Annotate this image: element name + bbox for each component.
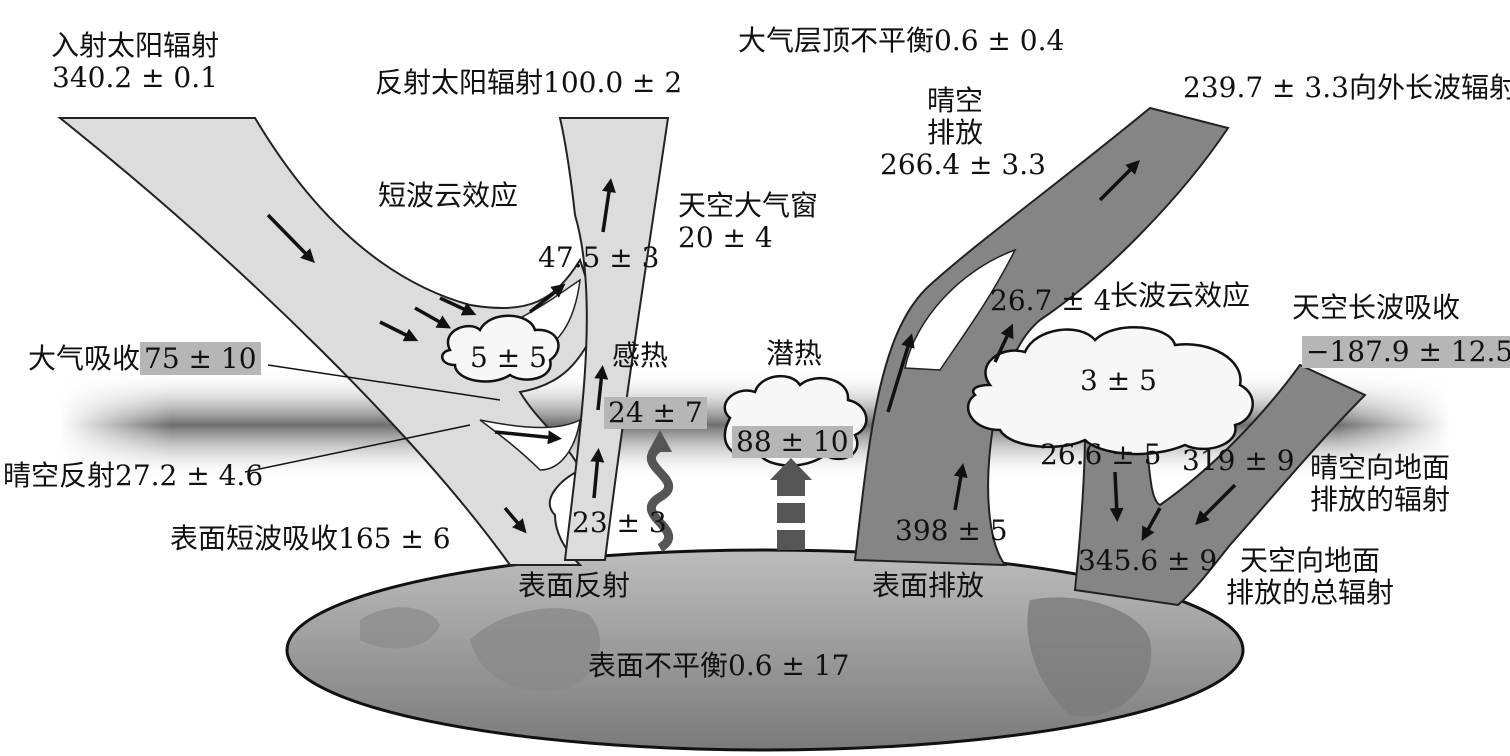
surface-emission-value: 398 ± 5 [895,514,1008,547]
flow-arrows [266,160,1237,542]
outgoing-longwave-label: 239.7 ± 3.3向外长波辐射 [1183,71,1510,104]
surface-reflection-value: 23 ± 3 [572,506,667,539]
earth-globe [285,548,1245,752]
clear-sky-down-line2: 排放的辐射 [1310,483,1451,517]
atmospheric-absorption-title: 大气吸收 [28,342,141,375]
cloud-sw-value: 5 ± 5 [470,341,547,374]
latent-heat-arrow [770,458,812,550]
surface-reflection-label: 表面反射 [518,569,631,602]
total-down-line1: 天空向地面 [1240,544,1381,577]
clear-sky-lw-absorption-value: −187.9 ± 12.5 [1302,335,1510,369]
atmospheric-absorption-value: 75 ± 10 [140,342,261,375]
shortwave-cloud-effect-label: 短波云效应 [378,179,519,212]
clear-sky-emission-value: 266.4 ± 3.3 [880,148,1046,182]
longwave-cloud-effect-label: 长波云效应 [1110,279,1251,312]
total-down-line2: 排放的总辐射 [1226,576,1395,610]
latent-heat-label: 潜热 [766,337,823,370]
clear-sky-lw-absorption-label: 天空长波吸收 [1292,291,1461,324]
atmospheric-window-label: 天空大气窗 20 ± 4 [678,189,819,255]
surface-sw-absorption-label: 表面短波吸收165 ± 6 [170,522,451,555]
clear-sky-emission-label: 晴空 排放 266.4 ± 3.3 [880,84,1046,182]
incoming-solar-value: 340.2 ± 0.1 [52,61,218,95]
lw-cloud-value: 26.7 ± 4 [990,284,1112,317]
clear-down-value: 319 ± 9 [1182,444,1295,477]
incoming-solar-title: 入射太阳辐射 [50,29,219,62]
incoming-solar-label: 入射太阳辐射 340.2 ± 0.1 [40,29,230,95]
atmospheric-window-line1: 天空大气窗 [678,189,819,222]
clear-sky-reflection-label: 晴空反射27.2 ± 4.6 [3,459,264,492]
total-down-value: 345.6 ± 9 [1078,544,1218,577]
cloud-shortwave [441,314,560,383]
cloud-longwave [966,326,1254,456]
cloud-lw-value: 3 ± 5 [1080,364,1157,397]
clear-sky-emission-line2: 排放 [926,116,983,150]
clear-sky-down-label: 晴空向地面 排放的辐射 [1310,451,1451,517]
outgoing-longwave-band [853,106,1230,567]
clear-sky-emission-line1: 晴空 [926,84,983,117]
sensible-heat-wave [647,430,673,552]
reflected-solar-label: 反射太阳辐射100.0 ± 2 [375,66,683,99]
latent-heat-value: 88 ± 10 [732,425,853,459]
sw-cloud-value: 47.5 ± 3 [538,241,660,274]
sensible-heat-value: 24 ± 7 [604,396,707,430]
leader-lines [244,364,501,473]
cloud-down-value: 26.6 ± 5 [1040,438,1162,471]
toa-imbalance-label: 大气层顶不平衡0.6 ± 0.4 [738,24,1065,57]
surface-imbalance-label: 表面不平衡0.6 ± 17 [588,649,850,682]
clear-sky-down-line1: 晴空向地面 [1310,451,1451,484]
surface-emission-label: 表面排放 [872,569,985,602]
total-down-label: 天空向地面 排放的总辐射 [1226,544,1395,610]
downward-longwave-band [1073,363,1367,607]
atmospheric-window-line2: 20 ± 4 [678,221,773,255]
sensible-heat-label: 感热 [612,339,669,372]
